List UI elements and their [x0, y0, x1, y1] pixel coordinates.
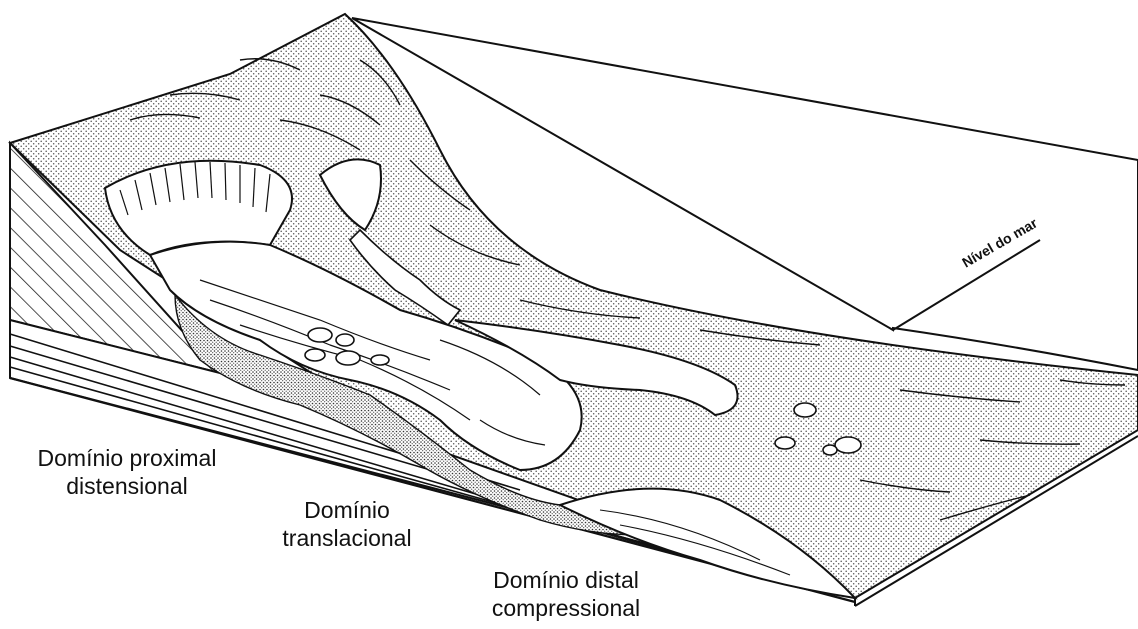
label-distal-domain: Domínio distal compressional	[466, 566, 666, 622]
label-translational-line1: Domínio	[262, 496, 432, 524]
headscarp	[105, 161, 292, 255]
label-translational-domain: Domínio translacional	[262, 496, 432, 552]
label-distal-line2: compressional	[466, 594, 666, 622]
label-translational-line2: translacional	[262, 524, 432, 552]
label-proximal-domain: Domínio proximal distensional	[12, 444, 242, 500]
label-distal-line1: Domínio distal	[466, 566, 666, 594]
label-proximal-line1: Domínio proximal	[12, 444, 242, 472]
label-proximal-line2: distensional	[12, 472, 242, 500]
